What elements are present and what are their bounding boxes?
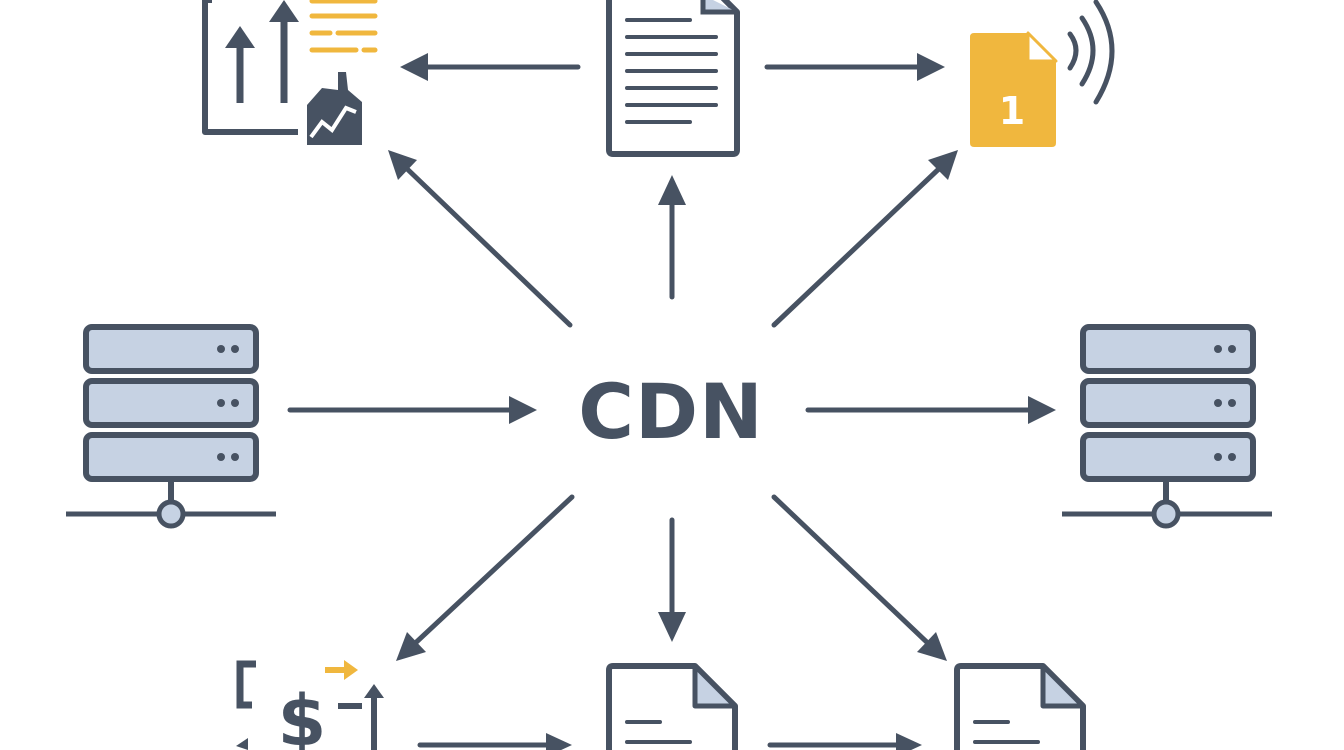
dollar-sync-icon: $ xyxy=(236,660,384,750)
document-bottom-center-icon xyxy=(606,663,738,750)
analytics-upload-icon xyxy=(202,0,378,145)
arrow-document-to-streaming xyxy=(764,53,945,81)
arrow-document-to-analytics xyxy=(400,53,581,81)
arrow-cdn-to-billing xyxy=(396,494,575,661)
document-bottom-right-icon xyxy=(954,663,1086,750)
arrow-cdn-to-edge xyxy=(805,396,1056,424)
origin-server-icon xyxy=(66,324,276,529)
dollar-glyph: $ xyxy=(278,680,327,750)
streaming-file-badge: 1 xyxy=(999,89,1025,133)
arrow-billing-to-document xyxy=(417,733,572,750)
arrow-document-to-document xyxy=(767,733,922,750)
arrow-cdn-to-document-top xyxy=(658,175,686,300)
arrows xyxy=(287,53,1056,750)
streaming-file-icon: 1 xyxy=(970,0,1115,147)
document-icon xyxy=(606,0,740,157)
arrow-origin-to-cdn xyxy=(287,396,537,424)
arrow-cdn-to-analytics xyxy=(388,150,573,328)
arrow-cdn-to-document-right xyxy=(771,494,947,661)
edge-server-icon xyxy=(1062,324,1272,529)
arrow-cdn-to-document-bottom xyxy=(658,517,686,642)
cdn-label: CDN xyxy=(578,367,763,456)
signal-waves-icon xyxy=(1067,0,1115,105)
arrow-cdn-to-streaming xyxy=(771,150,958,328)
